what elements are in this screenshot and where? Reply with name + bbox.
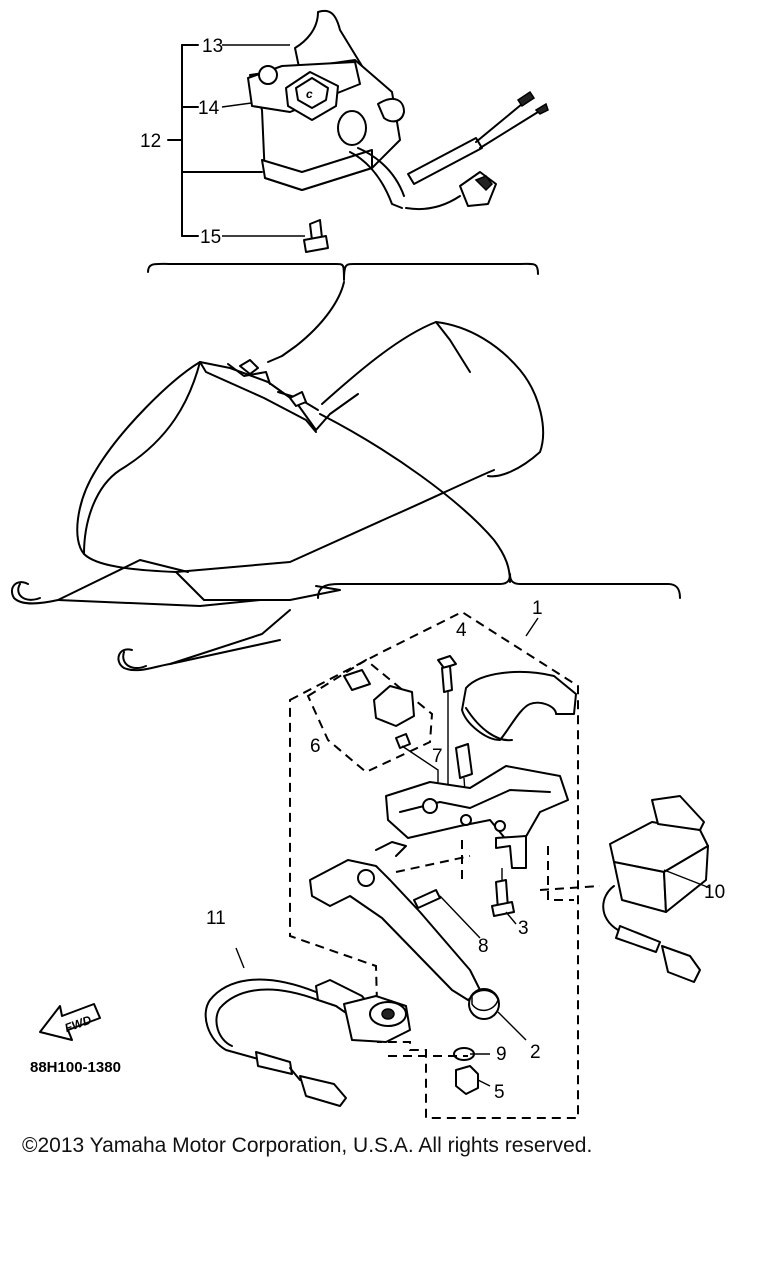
callout-2: 2 <box>530 1042 541 1063</box>
svg-text:c: c <box>306 87 313 101</box>
forward-arrow-icon: FWD <box>39 1003 101 1041</box>
callout-15: 15 <box>200 227 221 248</box>
callout-14: 14 <box>198 98 220 119</box>
callout-5: 5 <box>494 1082 505 1103</box>
callout-7: 7 <box>432 746 443 767</box>
callout-labels: 13 14 12 15 1 4 6 7 10 11 3 8 2 9 5 88H1… <box>30 36 725 1103</box>
callout-6: 6 <box>310 736 321 757</box>
callout-3: 3 <box>518 918 529 939</box>
snowmobile-outline <box>10 321 544 672</box>
callout-1: 1 <box>532 598 543 619</box>
copyright-notice: ©2013 Yamaha Motor Corporation, U.S.A. A… <box>22 1134 593 1157</box>
callout-8: 8 <box>478 936 489 957</box>
top-group-bracket <box>147 262 539 281</box>
callout-10: 10 <box>704 882 725 903</box>
lower-group-bracket <box>317 573 681 599</box>
callout-12: 12 <box>140 131 161 152</box>
callout-13: 13 <box>202 36 223 57</box>
switch-housing-assembly: c <box>167 9 549 253</box>
callout-11: 11 <box>206 908 226 929</box>
callout-4: 4 <box>456 620 467 641</box>
throttle-assembly <box>204 610 711 1119</box>
callout-9: 9 <box>496 1044 507 1065</box>
drawing-code: 88H100-1380 <box>30 1059 121 1076</box>
